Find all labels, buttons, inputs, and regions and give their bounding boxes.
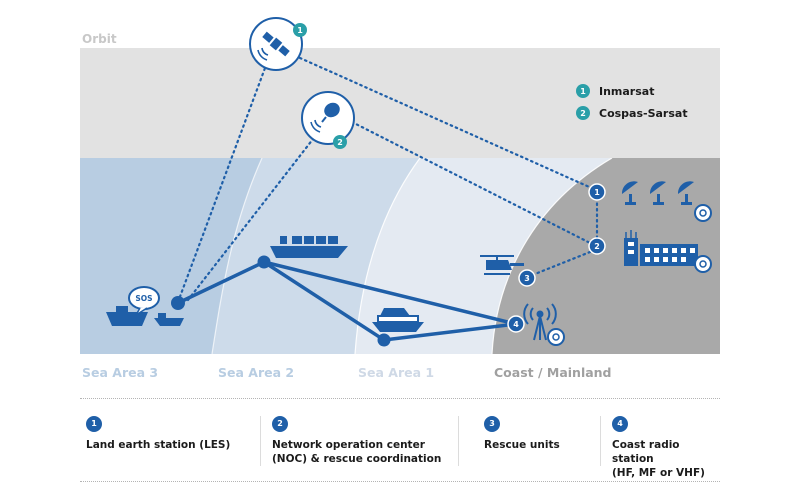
helicopter-icon [480, 255, 524, 275]
sea-area-1-label: Sea Area 1 [358, 365, 434, 380]
legend-item-coast-radio: 4 Coast radio station (HF, MF or VHF) [606, 398, 720, 482]
svg-text:1: 1 [580, 87, 586, 96]
legend-top-rule [80, 398, 720, 399]
key-badge-inmarsat [576, 84, 590, 98]
legend-divider [260, 416, 261, 466]
legend-divider [600, 416, 601, 466]
coast-label: Coast / Mainland [494, 365, 612, 380]
coast-radio-icon [523, 303, 557, 341]
dish-icon [677, 181, 694, 205]
svg-text:3: 3 [524, 274, 530, 283]
legend-badge: 1 [86, 416, 102, 432]
link-ferry-coast [382, 322, 518, 342]
legend-item-les: 1 Land earth station (LES) [80, 398, 260, 482]
cospas-satellite: 2 [301, 91, 355, 149]
les-chat-icon [694, 204, 712, 222]
legend-divider [458, 416, 459, 466]
beacon-satellite-icon [310, 102, 340, 133]
inmarsat-badge [293, 23, 307, 37]
satellite-dish-icons [621, 181, 694, 205]
cargo-ship-icon [270, 236, 348, 258]
link-distress-inmarsat [176, 58, 270, 304]
legend-label: Network operation center (NOC) & rescue … [272, 439, 442, 465]
distressed-vessel [106, 306, 184, 326]
inmarsat-satellite: 1 [249, 17, 307, 71]
sos-text: SOS [135, 294, 152, 303]
dish-icon [621, 181, 638, 205]
legend-item-noc: 2 Network operation center (NOC) & rescu… [266, 398, 456, 482]
legend: 1 Land earth station (LES) 2 Network ope… [80, 398, 720, 482]
svg-text:2: 2 [594, 242, 600, 251]
link-cargo-ferry [262, 260, 386, 342]
ferry-node [377, 333, 391, 347]
legend-label: Land earth station (LES) [86, 439, 231, 451]
legend-bottom-rule [80, 481, 720, 482]
legend-badge: 4 [612, 416, 628, 432]
cargo-node [257, 255, 271, 269]
sos-bubble: SOS [128, 286, 160, 316]
noc-building-icon [624, 230, 698, 266]
legend-item-rescue: 3 Rescue units [478, 398, 608, 482]
link-cargo-coast [262, 260, 518, 326]
satellite-icon [262, 31, 290, 57]
key-label-inmarsat: Inmarsat [599, 85, 654, 98]
sea-area-2-label: Sea Area 2 [218, 365, 294, 380]
svg-text:1: 1 [297, 26, 303, 35]
distress-node [171, 296, 185, 310]
svg-text:4: 4 [513, 320, 519, 329]
svg-text:2: 2 [580, 109, 586, 118]
legend-badge: 3 [484, 416, 500, 432]
sea-area-3-label: Sea Area 3 [82, 365, 158, 380]
link-distress-cargo [176, 260, 266, 305]
satellite-key: 1 Inmarsat 2 Cospas-Sarsat [576, 84, 688, 120]
coast-radio-chat-icon [547, 328, 565, 346]
link-noc-rescue [528, 250, 592, 278]
legend-badge: 2 [272, 416, 288, 432]
noc-chat-icon [694, 255, 712, 273]
link-cospas-noc [350, 120, 598, 248]
node-les: 1 [588, 183, 606, 201]
key-label-cospas: Cospas-Sarsat [599, 107, 688, 120]
legend-label: Rescue units [484, 439, 560, 451]
orbit-label: Orbit [82, 32, 117, 46]
cospas-badge [333, 135, 347, 149]
key-badge-cospas [576, 106, 590, 120]
dish-icon [649, 181, 666, 205]
node-coast-radio: 4 [507, 315, 525, 333]
node-noc: 2 [588, 237, 606, 255]
svg-text:1: 1 [594, 188, 600, 197]
ferry-icon [372, 308, 424, 332]
coast-zone [492, 158, 720, 354]
link-inmarsat-les [298, 56, 598, 192]
svg-text:2: 2 [337, 138, 343, 147]
node-rescue: 3 [518, 269, 536, 287]
legend-label: Coast radio station (HF, MF or VHF) [612, 439, 705, 479]
